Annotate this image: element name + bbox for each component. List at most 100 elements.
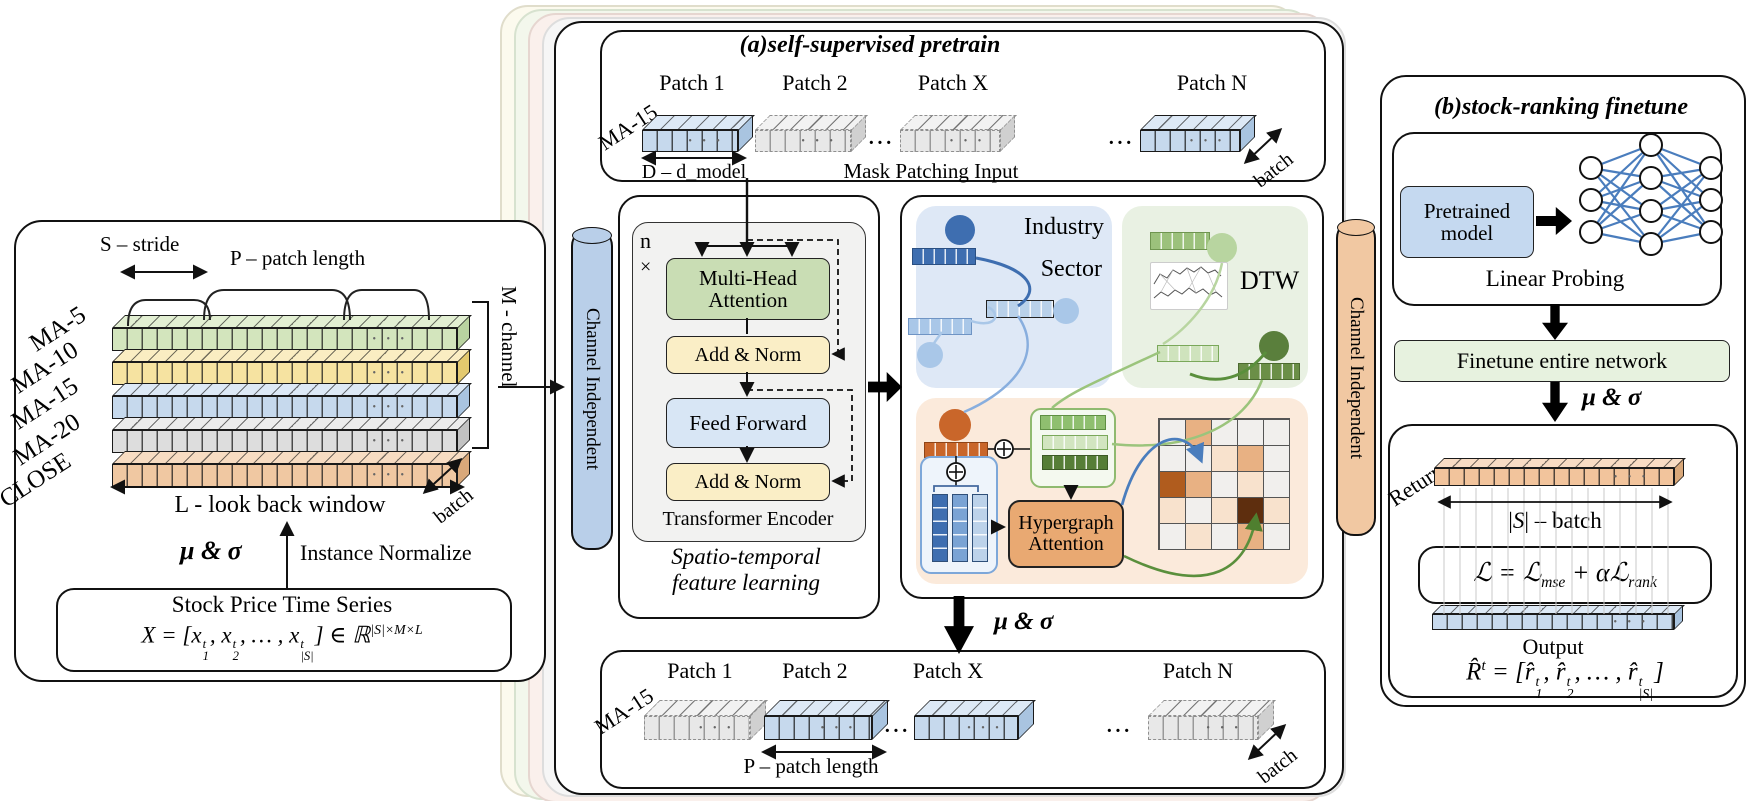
ellipsis: ··· [1106,720,1133,742]
slab-dots: • • • [949,135,986,147]
slab-dots: • • • [1206,722,1242,734]
mha-block: Multi-Head Attention [666,258,830,320]
dtw-bar-light [1157,345,1219,362]
industry-node-light1 [1053,298,1079,324]
layer-ma20: • • • [112,417,472,453]
finetune-title: (b)stock-ranking finetune [1433,94,1688,120]
channel-independent-right: Channel Independent [1336,219,1376,536]
s-batch-label: |S| – batch [1508,508,1602,533]
slab-dots: • • • [967,722,1003,734]
patchx-label-bottom: Patch X [912,658,984,683]
musigma-left: μ & σ [180,536,242,565]
pretrained-model-label: Pretrained model [1423,198,1511,245]
heatmap-cell [1158,496,1186,524]
instance-normalize-label: Instance Normalize [300,540,472,565]
slab-dots: • • • [372,402,408,413]
slab-dots: • • • [688,135,724,147]
channel-independent-left: Channel Independent [571,227,613,550]
heatmap-cell [1184,522,1212,550]
n-label: n [640,228,651,253]
lookback-label: L - look back window [174,492,386,518]
slab-dots: • • • [372,470,408,481]
heatmap-cell [1210,470,1238,498]
patch-slab-top1: • • • [642,115,755,152]
stock-series-box [56,588,512,672]
patch2-label-top: Patch 2 [782,70,848,95]
green-bar-1 [1040,415,1106,430]
patch-length-label-bottom: P – patch length [743,754,879,778]
green-bar-2 [1042,435,1108,450]
slab-dots: • • • [372,368,408,379]
heatmap-cell [1210,496,1238,524]
stride-label: S – stride [100,232,180,256]
patchn-label-bottom: Patch N [1162,658,1234,683]
slab-dots: • • • [372,334,408,345]
finetune-network-label: Finetune entire network [1456,348,1668,374]
ellipsis: ··· [1108,132,1135,154]
industry-node-light2 [917,342,943,368]
heatmap-cell [1210,522,1238,550]
heatmap-cell [1158,418,1186,446]
heatmap-cell [1236,418,1264,446]
linear-probing-label: Linear Probing [1485,266,1625,291]
m-channel-label: M - channel [497,286,521,388]
dtw-bar-top [1150,232,1210,250]
musigma-right: μ & σ [1582,384,1642,411]
dtw-node-dark [1259,331,1289,361]
patch-slab-bot1: • • • [644,700,768,740]
ff-block: Feed Forward [666,398,830,448]
ellipsis: ··· [884,720,911,742]
industry-node-dark [945,215,975,245]
patch-slab-bot4: • • • [1148,700,1276,740]
loss-box: ℒ = ℒmse + αℒrank [1418,546,1712,604]
patch-slab-top4: • • • [1140,115,1257,152]
hypergraph-attention-block: Hypergraph Attention [1008,500,1124,568]
stock-series-title: Stock Price Time Series [171,592,393,617]
finetune-network-block: Finetune entire network [1394,340,1730,382]
heatmap-cell [1236,522,1264,550]
heatmap-cell [1210,444,1238,472]
slab-dots: • • • [372,436,408,447]
heatmap-cell [1236,496,1264,524]
patch1-label-bottom: Patch 1 [667,658,733,683]
heatmap-cell [1236,444,1264,472]
ellipsis: ··· [868,132,895,154]
mha-label: Multi-Head Attention [699,265,797,312]
stock-node-orange [939,409,971,441]
addnorm2-block: Add & Norm [666,463,830,501]
patchn-label-top: Patch N [1176,70,1248,95]
mask-input-label: Mask Patching Input [843,159,1019,183]
musigma-mid: μ & σ [994,608,1054,635]
layer-ma5: • • • [112,315,472,351]
dtw-label: DTW [1240,266,1300,295]
layer-ma15: • • • [112,383,472,419]
heatmap-cell [1262,444,1290,472]
loss-formula: ℒ = ℒmse + αℒrank [1473,557,1657,592]
heatmap-cell [1210,418,1238,446]
heatmap-cell [1262,496,1290,524]
industry-label: Industry [1024,214,1104,240]
heatmap-cell [1158,444,1186,472]
hypergraph-attention-label: Hypergraph Attention [1018,512,1114,555]
addnorm2-label: Add & Norm [694,470,802,493]
blue-col-light [972,494,988,562]
heatmap-cell [1262,470,1290,498]
layer-close: • • • [112,451,472,487]
slab-dots: • • • [1613,471,1650,483]
slab-dots: • • • [1613,616,1649,628]
blue-col-mid [952,494,968,562]
patch-slab-bot2: • • • [764,700,890,740]
slab-dots: • • • [801,135,837,147]
patch-slab-bot3: • • • [914,700,1036,740]
heatmap-cell [1184,418,1212,446]
heatmap-cell [1158,470,1186,498]
industry-bar-light [908,318,972,335]
green-bar-3 [1042,455,1108,470]
heatmap-cell [1184,496,1212,524]
sector-label: Sector [1040,256,1102,282]
patch1-label-top: Patch 1 [659,70,725,95]
slab-dots: • • • [698,722,735,734]
